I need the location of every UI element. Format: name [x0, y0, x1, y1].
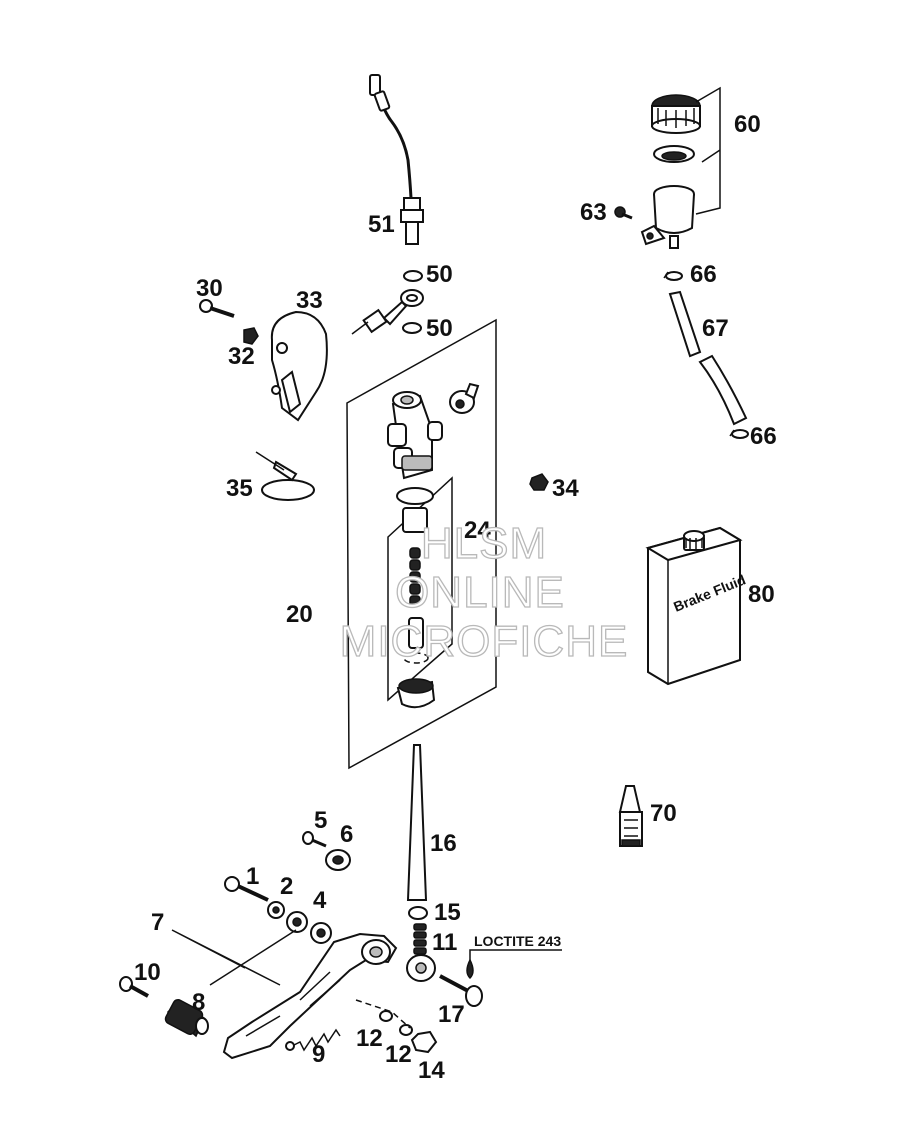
spring-24 [409, 547, 421, 607]
washer-2-hole [272, 906, 280, 914]
nut-15 [408, 906, 428, 920]
label-34: 34 [552, 475, 579, 502]
nut-14 [410, 1030, 438, 1054]
cable-tie-35 [255, 451, 315, 501]
reservoir-diaphragm [653, 145, 695, 163]
label-60: 60 [734, 111, 761, 138]
elbow-fitting [449, 382, 480, 414]
master-cylinder-assembly-frame [346, 318, 497, 770]
sleeve-24 [402, 507, 428, 533]
loctite-drop-icon [466, 958, 474, 980]
washer-12b [399, 1024, 413, 1036]
dust-boot-24 [396, 678, 436, 709]
label-11: 11 [432, 929, 457, 956]
label-30: 30 [196, 275, 223, 302]
label-35: 35 [226, 475, 253, 502]
label-67: 67 [702, 315, 729, 342]
label-50-upper: 50 [426, 261, 453, 288]
master-cylinder-body [387, 391, 443, 480]
heel-guard-33 [270, 310, 328, 422]
label-15: 15 [434, 899, 461, 926]
screw-63 [614, 206, 633, 220]
label-4: 4 [313, 887, 327, 914]
push-rod [406, 744, 428, 901]
return-spring-9 [285, 1028, 341, 1052]
reservoir-cap [651, 94, 701, 134]
washer-50-lower [402, 322, 422, 334]
screw-5 [302, 831, 327, 848]
reservoir-group-bracket [695, 86, 721, 215]
assembly-guide-pedal [355, 999, 411, 1029]
label-51: 51 [368, 211, 395, 238]
label-70: 70 [650, 800, 677, 827]
label-80: 80 [748, 581, 775, 608]
watermark-line-2: ONLINE [395, 568, 565, 617]
leader-7 [171, 929, 281, 986]
label-24: 24 [464, 517, 491, 544]
pedal-rubber-8 [164, 999, 209, 1038]
label-8: 8 [192, 989, 205, 1016]
clevis-hole [415, 962, 427, 974]
label-6: 6 [340, 821, 353, 848]
washer-50-upper [403, 270, 423, 282]
label-5: 5 [314, 807, 327, 834]
label-17: 17 [438, 1001, 465, 1028]
label-33: 33 [296, 287, 323, 314]
label-10: 10 [134, 959, 161, 986]
label-32: 32 [228, 343, 255, 370]
piston-24 [408, 617, 424, 649]
label-16: 16 [430, 830, 457, 857]
label-12b: 12 [385, 1041, 412, 1068]
reservoir-body [640, 185, 695, 249]
watermark-line-1: HLSM [421, 519, 547, 568]
bolt-17 [439, 974, 483, 1007]
leader-8 [209, 929, 297, 986]
label-50-lower: 50 [426, 315, 453, 342]
nut-34 [529, 473, 549, 491]
brake-fluid-container: Brake Fluid [645, 526, 748, 686]
bearing-4a [286, 911, 308, 933]
circlip-24 [403, 652, 429, 664]
washer-12a [379, 1010, 393, 1022]
label-66-lower: 66 [750, 423, 777, 450]
bush-32 [243, 327, 259, 345]
hose-67 [668, 290, 748, 426]
label-14: 14 [418, 1057, 445, 1084]
brake-light-switch [369, 74, 424, 245]
spring-11 [413, 923, 427, 955]
grease-tube-70 [618, 785, 643, 847]
label-63: 63 [580, 199, 607, 226]
label-66-upper: 66 [690, 261, 717, 288]
banjo-fitting [351, 289, 424, 335]
label-1: 1 [246, 863, 259, 890]
watermark-line-3: MICROFICHE [340, 617, 629, 666]
bolt-30 [199, 299, 235, 318]
hose-clamp-66-upper [663, 271, 683, 281]
label-2: 2 [280, 873, 293, 900]
label-12a: 12 [356, 1025, 383, 1052]
label-7: 7 [151, 909, 164, 936]
label-9: 9 [312, 1041, 325, 1068]
label-20: 20 [286, 601, 313, 628]
loctite-note: LOCTITE 243 [474, 933, 561, 949]
pivot-bolt-1 [224, 876, 269, 902]
bush-6 [325, 849, 351, 871]
brake-pedal [222, 932, 398, 1060]
bearing-4b [310, 922, 332, 944]
loctite-pointer [469, 949, 562, 960]
screw-10 [119, 976, 149, 998]
o-ring-24 [396, 487, 434, 505]
hose-clamp-66-lower [729, 429, 749, 439]
